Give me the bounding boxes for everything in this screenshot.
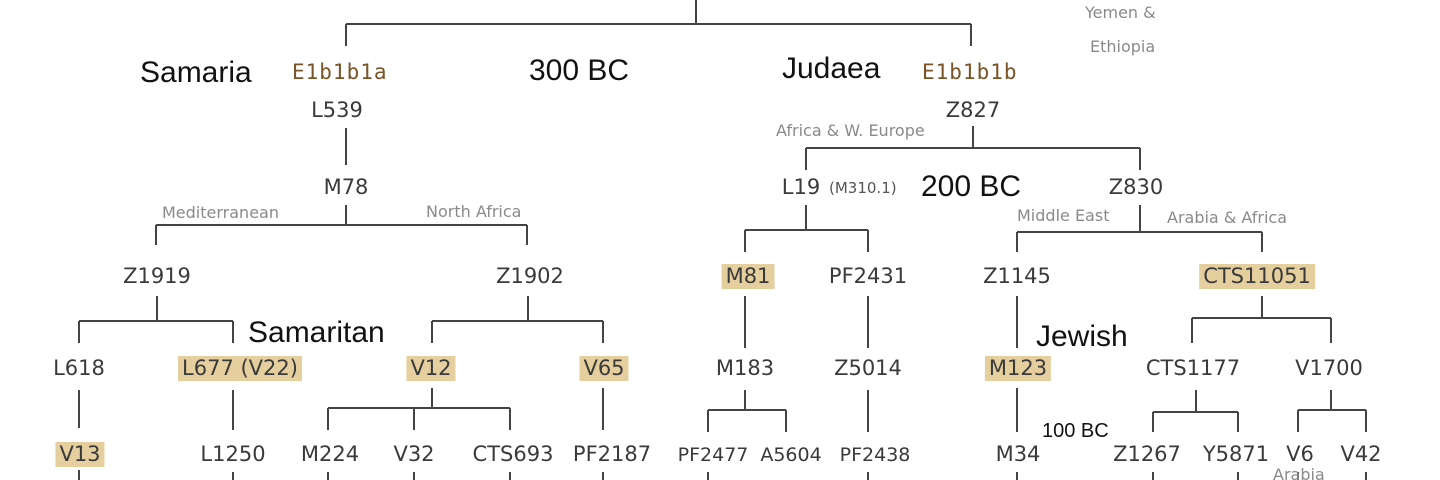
region-middle-east: Middle East xyxy=(1017,206,1110,225)
node-z1267: Z1267 xyxy=(1113,442,1181,466)
node-y5871: Y5871 xyxy=(1202,442,1270,466)
node-pf2438: PF2438 xyxy=(839,444,911,466)
node-v32: V32 xyxy=(393,442,435,466)
region-yemen-ethiopia-line1: Yemen & xyxy=(1085,3,1156,22)
haplogroup-e1b1b1a: E1b1b1a xyxy=(292,60,388,84)
node-m78: M78 xyxy=(323,175,369,199)
region-africa-w-europe: Africa & W. Europe xyxy=(776,121,925,140)
node-v42: V42 xyxy=(1340,442,1382,466)
node-cts1177: CTS1177 xyxy=(1145,356,1241,380)
date-300-bc: 300 BC xyxy=(529,54,630,87)
place-jewish: Jewish xyxy=(1036,320,1128,353)
node-m310-note: (M310.1) xyxy=(829,179,897,197)
place-samaritan: Samaritan xyxy=(248,316,385,349)
node-v6: V6 xyxy=(1286,442,1314,466)
region-north-africa: North Africa xyxy=(426,202,522,221)
region-arabia: Arabia xyxy=(1273,465,1325,480)
region-mediterranean: Mediterranean xyxy=(162,203,279,222)
node-z1919: Z1919 xyxy=(123,264,191,288)
node-cts11051: CTS11051 xyxy=(1199,264,1315,289)
node-z830: Z830 xyxy=(1108,175,1164,199)
node-pf2187: PF2187 xyxy=(572,442,652,466)
node-l1250: L1250 xyxy=(200,442,266,466)
node-l19: L19 xyxy=(781,175,821,199)
node-v13: V13 xyxy=(55,442,105,467)
haplogroup-e1b1b1b: E1b1b1b xyxy=(922,60,1018,84)
node-z5014: Z5014 xyxy=(834,356,902,380)
node-l677-v22: L677 (V22) xyxy=(178,356,302,381)
region-arabia-africa: Arabia & Africa xyxy=(1167,208,1288,227)
node-v65: V65 xyxy=(579,356,629,381)
place-judaea: Judaea xyxy=(782,52,881,85)
date-100-bc: 100 BC xyxy=(1042,420,1109,442)
date-200-bc: 200 BC xyxy=(921,170,1022,203)
node-m34: M34 xyxy=(995,442,1041,466)
node-z1902: Z1902 xyxy=(496,264,564,288)
place-samaria: Samaria xyxy=(140,56,252,89)
node-z1145: Z1145 xyxy=(983,264,1051,288)
node-m81: M81 xyxy=(721,264,775,289)
node-m123: M123 xyxy=(984,356,1052,381)
node-v1700: V1700 xyxy=(1295,356,1363,380)
node-v12: V12 xyxy=(406,356,456,381)
node-z827: Z827 xyxy=(945,98,1001,122)
node-m224: M224 xyxy=(300,442,360,466)
node-pf2477: PF2477 xyxy=(677,444,749,466)
node-m183: M183 xyxy=(715,356,775,380)
node-a5604: A5604 xyxy=(760,444,822,466)
node-cts693: CTS693 xyxy=(472,442,554,466)
node-pf2431: PF2431 xyxy=(828,264,908,288)
node-l618: L618 xyxy=(53,356,105,380)
region-yemen-ethiopia-line2: Ethiopia xyxy=(1090,37,1156,56)
node-l539: L539 xyxy=(311,98,363,122)
